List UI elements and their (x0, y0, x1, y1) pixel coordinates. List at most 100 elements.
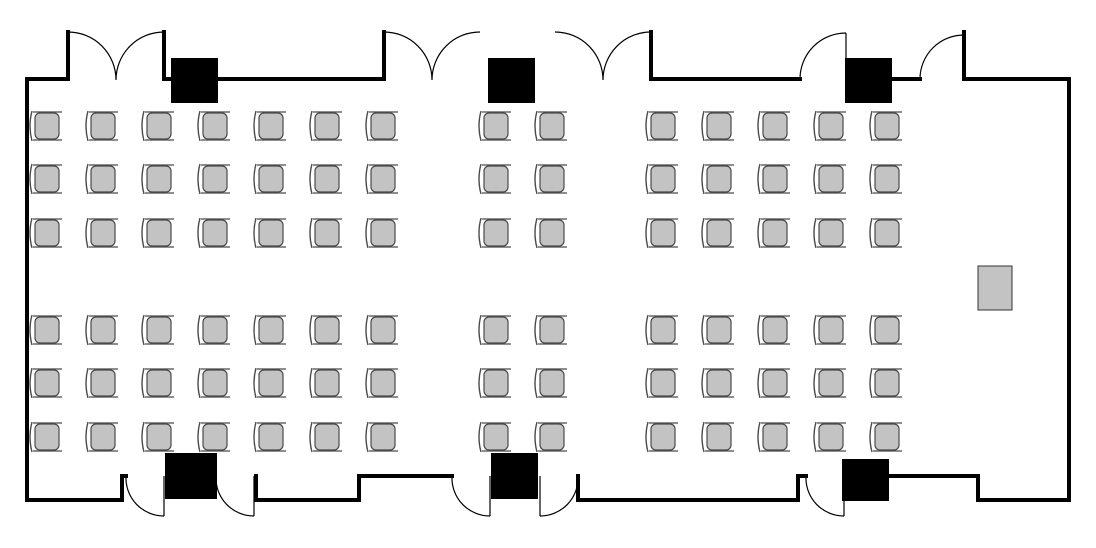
chair-right-r4-c1 (645, 314, 678, 346)
chair-left-r4-c3 (141, 314, 174, 346)
chair-left-r1-c5 (253, 110, 286, 142)
pillars (165, 58, 892, 501)
chair-right-r1-c4 (813, 110, 846, 142)
chair-right-r2-c2 (701, 163, 734, 195)
chair-left-r4-c6 (309, 314, 342, 346)
door-bottom-5 (805, 475, 845, 517)
pillar-bottom-3 (842, 459, 889, 501)
chair-left-r3-c4 (197, 217, 230, 249)
chair-right-r3-c3 (757, 217, 790, 249)
chair-right-r5-c1 (645, 367, 678, 399)
door-bottom-3 (451, 475, 491, 517)
chair-right-r5-c4 (813, 367, 846, 399)
chair-right-r4-c5 (869, 314, 902, 346)
chair-center-r5-c1 (478, 367, 511, 399)
chair-left-r2-c6 (309, 163, 342, 195)
door-bottom-1 (125, 475, 165, 517)
chair-right-r1-c3 (757, 110, 790, 142)
chair-center-r2-c2 (534, 163, 567, 195)
chair-right-r1-c1 (645, 110, 678, 142)
chair-right-r6-c4 (813, 421, 846, 453)
pillar-bottom-2 (491, 453, 538, 499)
chair-right-r2-c1 (645, 163, 678, 195)
doors-top (67, 31, 965, 81)
chair-left-r1-c4 (197, 110, 230, 142)
chair-left-r5-c1 (29, 367, 62, 399)
chair-center-r4-c2 (534, 314, 567, 346)
chair-left-r6-c7 (365, 421, 398, 453)
chair-right-r3-c5 (869, 217, 902, 249)
chair-right-r6-c5 (869, 421, 902, 453)
seating-area (29, 110, 902, 453)
chair-right-r3-c2 (701, 217, 734, 249)
chair-center-r5-c2 (534, 367, 567, 399)
chair-right-r2-c5 (869, 163, 902, 195)
chair-right-r3-c4 (813, 217, 846, 249)
pillar-bottom-1 (165, 453, 217, 499)
podium (977, 265, 1013, 311)
chair-center-r1-c1 (478, 110, 511, 142)
chair-center-r3-c1 (478, 217, 511, 249)
chair-left-r3-c2 (85, 217, 118, 249)
door-top-4 (799, 32, 847, 80)
pillar-top-1 (171, 58, 218, 103)
chair-right-r4-c2 (701, 314, 734, 346)
chair-left-r3-c5 (253, 217, 286, 249)
chair-left-r5-c7 (365, 367, 398, 399)
chair-right-r5-c3 (757, 367, 790, 399)
bottom-wall-segment-b (576, 474, 808, 502)
chair-left-r1-c3 (141, 110, 174, 142)
chair-left-r4-c2 (85, 314, 118, 346)
chair-left-r2-c5 (253, 163, 286, 195)
chair-left-r2-c7 (365, 163, 398, 195)
chair-left-r1-c1 (29, 110, 62, 142)
chair-left-r5-c4 (197, 367, 230, 399)
bottom-wall-segment-a (254, 474, 454, 502)
chair-left-r6-c4 (197, 421, 230, 453)
chair-right-r6-c3 (757, 421, 790, 453)
chair-center-r6-c2 (534, 421, 567, 453)
chair-left-r1-c7 (365, 110, 398, 142)
chair-left-r4-c7 (365, 314, 398, 346)
chair-left-r3-c6 (309, 217, 342, 249)
chair-right-r5-c2 (701, 367, 734, 399)
chair-left-r4-c4 (197, 314, 230, 346)
chair-left-r3-c7 (365, 217, 398, 249)
top-wall-segment-c (649, 30, 802, 81)
door-bottom-4 (539, 475, 579, 517)
chair-left-r4-c1 (29, 314, 62, 346)
chair-center-r3-c2 (534, 217, 567, 249)
chair-left-r1-c6 (309, 110, 342, 142)
top-wall-segment-a (25, 30, 70, 81)
top-wall-segment-b (162, 30, 386, 81)
chair-left-r3-c3 (141, 217, 174, 249)
door-top-2 (383, 31, 481, 81)
chair-right-r6-c1 (645, 421, 678, 453)
chair-right-r2-c4 (813, 163, 846, 195)
chair-left-r2-c4 (197, 163, 230, 195)
chair-right-r5-c5 (869, 367, 902, 399)
chair-center-r6-c1 (478, 421, 511, 453)
chair-left-r3-c1 (29, 217, 62, 249)
chair-left-r5-c5 (253, 367, 286, 399)
chair-left-r5-c2 (85, 367, 118, 399)
chair-right-r1-c2 (701, 110, 734, 142)
chair-center-r2-c1 (478, 163, 511, 195)
chair-left-r4-c5 (253, 314, 286, 346)
chair-right-r4-c4 (813, 314, 846, 346)
chair-right-r1-c5 (869, 110, 902, 142)
chair-right-r6-c2 (701, 421, 734, 453)
door-top-3 (554, 31, 652, 81)
chair-right-r4-c3 (757, 314, 790, 346)
chair-left-r6-c1 (29, 421, 62, 453)
chair-right-r2-c3 (757, 163, 790, 195)
chair-left-r2-c2 (85, 163, 118, 195)
chair-left-r6-c2 (85, 421, 118, 453)
chair-left-r2-c3 (141, 163, 174, 195)
chair-left-r6-c6 (309, 421, 342, 453)
chair-center-r4-c1 (478, 314, 511, 346)
chair-left-r5-c6 (309, 367, 342, 399)
pillar-top-2 (488, 58, 535, 103)
